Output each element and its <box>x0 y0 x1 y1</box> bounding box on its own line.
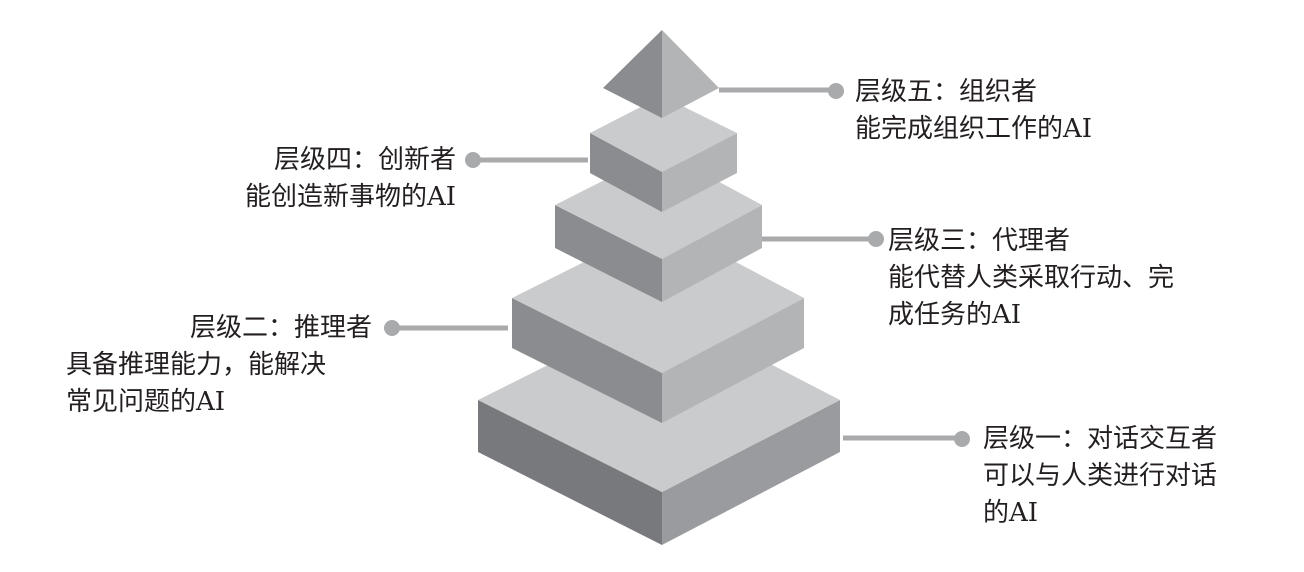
connector-level-5 <box>719 83 844 99</box>
tier-2-right-face <box>662 298 804 423</box>
level-2-desc-line: 常见问题的AI <box>66 387 226 417</box>
tier-4-block <box>590 96 737 212</box>
level-2-title: 层级二：推理者 <box>189 313 372 343</box>
level-1-desc-line: 的AI <box>983 498 1039 528</box>
label-level-3: 层级三：代理者 能代替人类采取行动、完 成任务的AI <box>888 223 1174 334</box>
level-3-desc-line: 能代替人类采取行动、完 <box>888 263 1175 293</box>
tier-4-right-face <box>662 133 737 212</box>
tier-2-left-face <box>512 298 662 423</box>
tier-1-left-face <box>478 400 662 545</box>
tier-3-left-face <box>555 205 662 302</box>
tier-4-left-face <box>590 133 662 212</box>
level-5-desc-line: 能完成组织工作的AI <box>855 114 1093 144</box>
level-3-title: 层级三：代理者 <box>888 226 1071 256</box>
connector-level-3 <box>762 231 884 247</box>
connector-level-2 <box>384 320 508 336</box>
tier-5-pyramid <box>603 30 719 118</box>
tier-1-right-face <box>662 400 840 545</box>
tier-3-right-face <box>662 205 762 302</box>
connector-level-4 <box>465 152 588 168</box>
level-3-desc-line: 成任务的AI <box>888 300 1022 330</box>
level-1-desc-line: 可以与人类进行对话 <box>983 461 1218 491</box>
label-level-2: 层级二：推理者 具备推理能力，能解决 常见问题的AI <box>66 310 372 421</box>
connector-level-1 <box>843 431 970 447</box>
level-4-title: 层级四：创新者 <box>273 145 456 175</box>
level-1-title: 层级一：对话交互者 <box>983 424 1218 454</box>
level-4-desc-line: 能创造新事物的AI <box>244 182 456 212</box>
label-level-5: 层级五：组织者 能完成组织工作的AI <box>855 74 1092 148</box>
label-level-1: 层级一：对话交互者 可以与人类进行对话 的AI <box>983 421 1217 532</box>
tier-5-left-face <box>603 30 662 118</box>
tier-5-right-face <box>662 30 719 118</box>
level-5-title: 层级五：组织者 <box>855 77 1038 107</box>
level-2-desc-line: 具备推理能力，能解决 <box>66 350 327 380</box>
label-level-4: 层级四：创新者 能创造新事物的AI <box>245 142 456 216</box>
tier-4-top-face <box>590 96 737 172</box>
